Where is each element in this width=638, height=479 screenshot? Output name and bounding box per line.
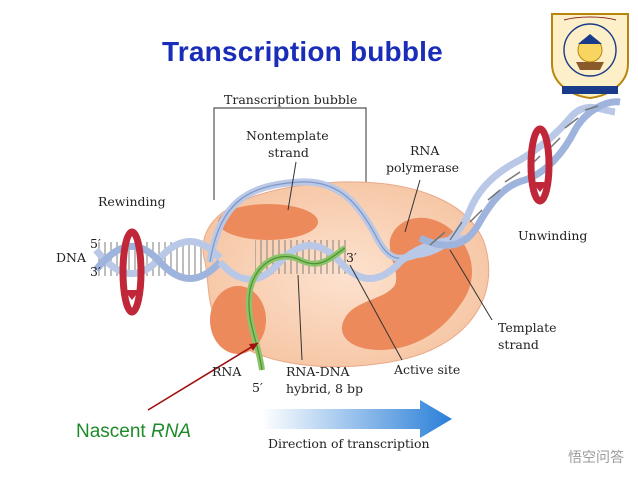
dna-helix-right (409, 98, 621, 259)
direction-arrow (262, 400, 452, 438)
polymerase-lobe-top (218, 204, 318, 240)
nascent-rna-word: RNA (150, 421, 192, 442)
leader-lines (287, 161, 493, 361)
hybrid-label-1: RNA-DNA (286, 364, 351, 379)
template-strand-label-1: Template (498, 320, 557, 335)
rewinding-label: Rewinding (98, 194, 166, 209)
three-prime-inner-label: 3′ (346, 250, 357, 265)
direction-label: Direction of transcription (268, 436, 430, 451)
bubble-bracket (213, 107, 367, 200)
nontemplate-label-2: strand (268, 145, 309, 160)
rna-label: RNA (212, 364, 242, 379)
page-title: Transcription bubble (162, 36, 443, 67)
rna-polymerase-label-1: RNA (410, 143, 440, 158)
five-prime-label: 5′ (90, 236, 101, 251)
dna-helix-left (93, 238, 223, 282)
unwinding-arrow-icon (527, 125, 553, 205)
bubble-label: Transcription bubble (224, 92, 357, 107)
hybrid-label-2: hybrid, 8 bp (286, 381, 363, 396)
dna-label: DNA (56, 250, 87, 265)
nontemplate-label-1: Nontemplate (246, 128, 329, 143)
active-site-label: Active site (393, 362, 460, 377)
watermark-text: 悟空问答 (568, 450, 624, 466)
rna-polymerase-label-2: polymerase (386, 160, 459, 175)
university-seal-logo (551, 13, 629, 100)
rna-five-prime-label: 5′ (252, 380, 263, 395)
rna-strand (245, 245, 347, 371)
nascent-word: Nascent (76, 421, 146, 442)
rna-polymerase (202, 181, 490, 368)
unwinding-label: Unwinding (518, 228, 587, 243)
template-strand-label-2: strand (498, 337, 539, 352)
nontemplate-strand (206, 178, 417, 263)
rewinding-arrow-icon (119, 228, 145, 316)
three-prime-left-label: 3′ (90, 264, 101, 279)
nascent-rna-pointer (147, 342, 259, 411)
nascent-rna-caption: Nascent RNA (76, 421, 191, 443)
